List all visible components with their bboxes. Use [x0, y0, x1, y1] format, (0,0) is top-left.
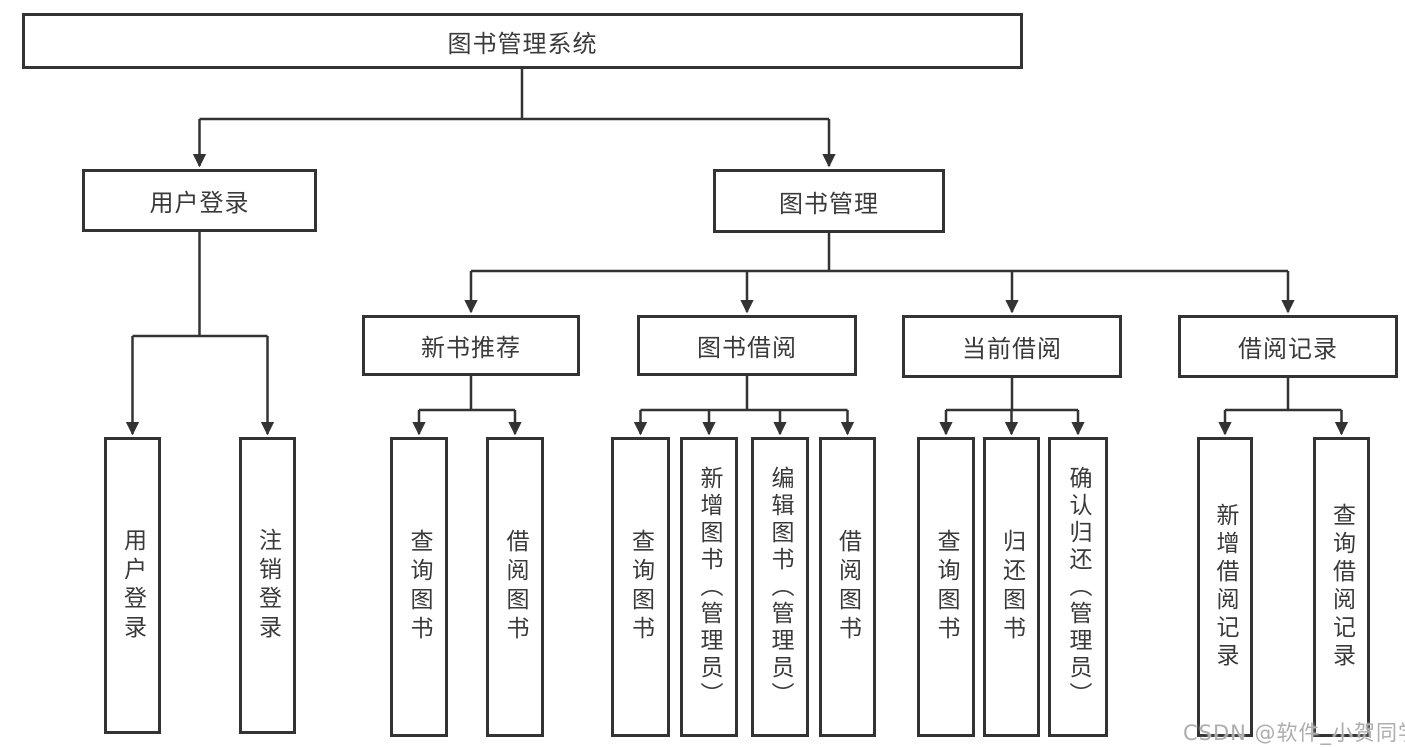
- node-current-borrowing: 当前借阅: [902, 315, 1122, 378]
- leaf-node-confirm-return-admin: 确认归还（管理员）: [1048, 437, 1108, 737]
- leaf-node-query-borrow-record: 查询借阅记录: [1313, 437, 1370, 737]
- leaf-node-borrow-books: 借阅图书: [819, 437, 876, 737]
- node-root-system: 图书管理系统: [22, 13, 1023, 69]
- node-borrowing-records: 借阅记录: [1178, 315, 1398, 378]
- leaf-node-user-login: 用户登录: [104, 437, 161, 734]
- leaf-node-logout: 注销登录: [239, 437, 296, 734]
- leaf-node-return-books: 归还图书: [983, 437, 1040, 737]
- leaf-node-edit-books-admin: 编辑图书（管理员）: [751, 437, 809, 737]
- leaf-node-add-borrow-record: 新增借阅记录: [1197, 437, 1253, 737]
- leaf-node-add-books-admin: 新增图书（管理员）: [680, 437, 738, 737]
- node-book-borrowing: 图书借阅: [637, 315, 857, 376]
- leaf-node-query-books: 查询图书: [917, 437, 975, 737]
- leaf-node-query-books: 查询图书: [611, 437, 670, 737]
- node-new-book-recommendation: 新书推荐: [362, 315, 580, 376]
- watermark-text: CSDN @软件_小贺同学: [1183, 721, 1405, 745]
- leaf-node-borrow-books: 借阅图书: [486, 437, 544, 737]
- leaf-node-query-books: 查询图书: [390, 437, 448, 737]
- node-book-management: 图书管理: [713, 169, 945, 233]
- node-user-login: 用户登录: [82, 169, 317, 232]
